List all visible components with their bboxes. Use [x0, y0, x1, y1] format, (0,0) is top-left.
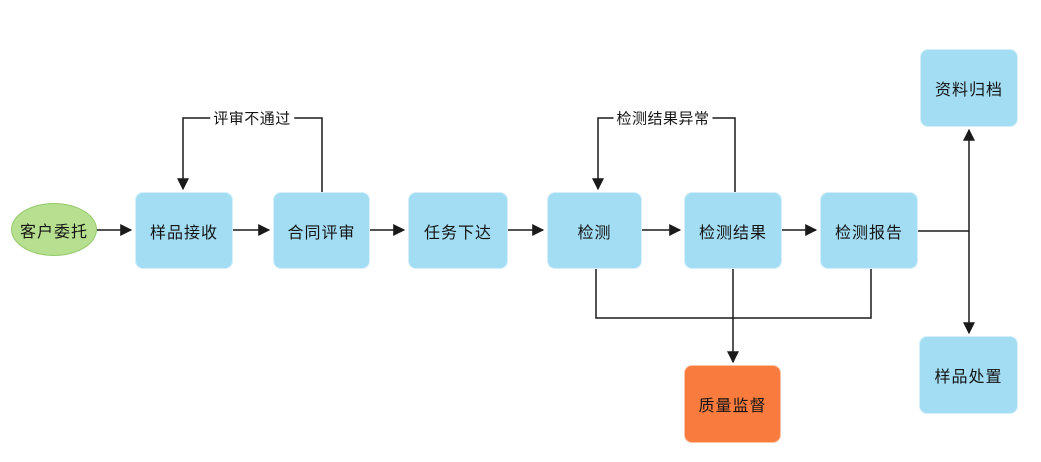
edge-label-test-result-abnormal: 检测结果异常 [613, 107, 713, 129]
node-customer-entrust: 客户委托 [11, 203, 97, 256]
node-task-assign: 任务下达 [408, 192, 508, 269]
node-archive: 资料归档 [920, 49, 1018, 127]
node-sample-disposal: 样品处置 [919, 336, 1018, 414]
connector-result-abnormal-loop [592, 117, 736, 192]
node-sample-receive: 样品接收 [135, 192, 233, 269]
connector-quality-collector [595, 269, 872, 319]
node-test-result: 检测结果 [684, 192, 782, 269]
edge-label-review-failed: 评审不通过 [210, 107, 294, 129]
node-test-report: 检测报告 [820, 192, 918, 269]
node-quality-supervision: 质量监督 [684, 365, 781, 443]
node-testing: 检测 [547, 192, 642, 269]
connector-review-failed-loop [177, 117, 323, 192]
node-contract-review: 合同评审 [273, 192, 370, 269]
